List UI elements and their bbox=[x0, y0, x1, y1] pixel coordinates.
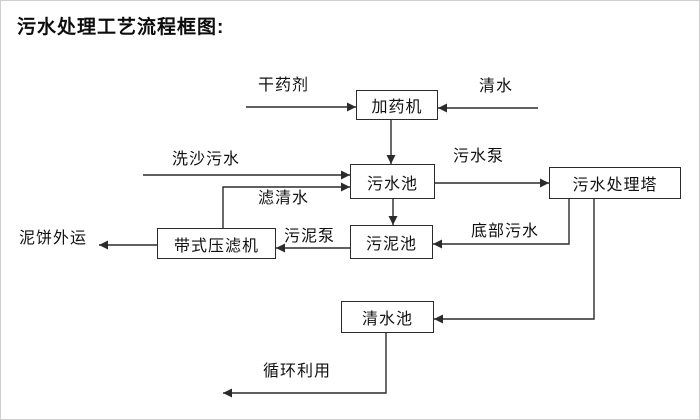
page-title: 污水处理工艺流程框图: bbox=[17, 17, 225, 38]
edge-label-sewage-pump: 污水泵 bbox=[453, 148, 505, 165]
edge-bottom-sewage-to-sludge-pool bbox=[433, 199, 570, 249]
edge-label-recycle-use: 循环利用 bbox=[263, 363, 332, 380]
edge-label-mud-cake-out: 泥饼外运 bbox=[19, 230, 88, 247]
edge-label-clean-water: 清水 bbox=[479, 78, 514, 95]
edge-label-sand-washing-sewage: 洗沙污水 bbox=[172, 151, 241, 168]
edge-label-sludge-pump: 污泥泵 bbox=[284, 228, 336, 245]
edge-label-filtered-water: 滤清水 bbox=[258, 190, 310, 207]
edge-filtered-water-to-sewage-pool bbox=[222, 182, 350, 229]
node-belt-filter-press: 带式压滤机 bbox=[157, 228, 276, 259]
node-clean-water-pool: 清水池 bbox=[341, 301, 434, 333]
edge-treatment-tower-to-clean-water-pool bbox=[434, 199, 595, 324]
edge-label-dry-agent: 干药剂 bbox=[258, 77, 310, 94]
node-sewage-pool: 污水池 bbox=[350, 164, 435, 199]
edge-recycle-use-out bbox=[223, 333, 387, 398]
edge-label-bottom-sewage: 底部污水 bbox=[471, 223, 540, 240]
node-dosing-machine: 加药机 bbox=[356, 90, 438, 120]
node-sewage-treatment-tower: 污水处理塔 bbox=[549, 167, 681, 199]
node-sludge-pool: 污泥池 bbox=[350, 225, 433, 259]
